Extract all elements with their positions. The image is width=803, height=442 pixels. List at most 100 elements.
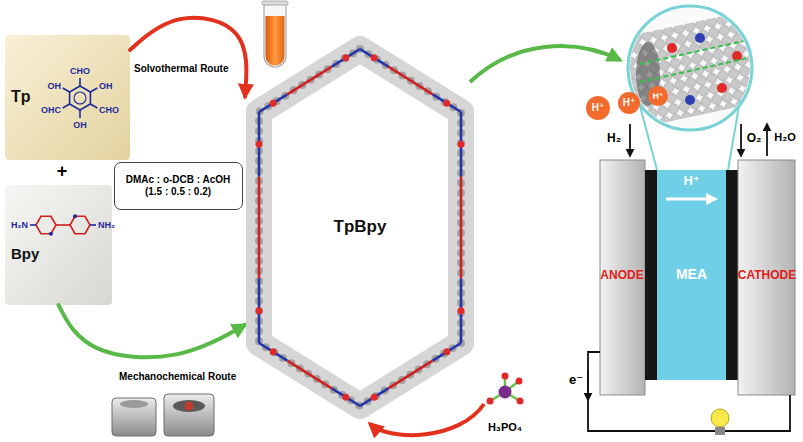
- electron-flow-arrow: [587, 370, 589, 400]
- nitrogen-atom: [49, 232, 53, 236]
- pore-channel: [622, 12, 760, 127]
- oxygen-atom: [458, 141, 465, 148]
- monomer-photo: Tp: [5, 35, 130, 160]
- framework-bond: [460, 177, 463, 279]
- ball-mill-photo: [112, 394, 214, 436]
- membrane-label: H⁺: [683, 173, 699, 189]
- pyridine-ring: [36, 216, 56, 233]
- proton-label: H⁺: [623, 97, 636, 109]
- anode-plate: [600, 160, 645, 395]
- oxygen-atom: [270, 348, 277, 355]
- framework-bond: [360, 49, 388, 67]
- framework-bond: [259, 343, 287, 361]
- mill-sample: [185, 402, 194, 411]
- atom-group: OH: [73, 120, 87, 131]
- light-bulb: [711, 409, 729, 427]
- framework-bond: [388, 361, 432, 389]
- cof-name: TpBpy: [334, 217, 387, 237]
- gas-label: O₂: [747, 131, 762, 145]
- circuit-wire: [725, 395, 790, 431]
- oxygen-atom: [487, 398, 494, 405]
- atom-group: OH: [99, 81, 113, 92]
- monomer-name: Tp: [11, 87, 31, 106]
- phosphoric-acid-molecule: [487, 373, 524, 405]
- sphere-wall: [622, 12, 760, 127]
- atom-group: CHO: [70, 66, 90, 77]
- mill-jar: [112, 398, 156, 436]
- bond: [63, 104, 70, 108]
- membrane-label: MEA: [676, 266, 707, 283]
- bulb-base: [715, 427, 725, 435]
- tube-glass: [264, 3, 286, 67]
- tube-rim: [262, 1, 288, 5]
- arrow-shaft: [666, 198, 708, 201]
- nitrogen-sphere: [695, 33, 705, 43]
- framework-bond: [360, 388, 388, 406]
- doping-arrow: [370, 404, 484, 435]
- nitrogen-sphere: [685, 95, 695, 105]
- oxygen-atom: [256, 141, 263, 148]
- framework-bond: [332, 388, 360, 406]
- tube-liquid: [266, 16, 285, 66]
- molecule-formula: H₃PO₄: [488, 421, 522, 434]
- oxygen-sphere: [717, 83, 727, 93]
- framework-bond: [332, 49, 360, 67]
- test-tube-photo: [262, 1, 288, 67]
- route-label: Solvothermal Route: [133, 62, 229, 75]
- solvent-box: DMAc : o-DCB : AcOH (1.5 : 0.5 : 0.2): [114, 162, 243, 210]
- oxygen-atom: [517, 398, 524, 405]
- bond: [63, 88, 70, 92]
- bond: [79, 110, 81, 118]
- water-outlet-arrow: [766, 124, 768, 156]
- proton-flow-arrow: [664, 193, 720, 205]
- oxygen-inlet-arrow: [740, 124, 742, 156]
- oxygen-atom: [458, 307, 465, 314]
- oxygen-atom: [256, 307, 263, 314]
- proton-label: H⁺: [592, 102, 605, 114]
- electrode-label: CATHODE: [738, 268, 796, 282]
- oxygen-atom: [502, 373, 509, 380]
- framework-bond: [433, 94, 461, 112]
- framework-bond: [287, 67, 331, 95]
- tp-powder-photo: [5, 35, 130, 160]
- pyridine-ring: [70, 216, 90, 233]
- atom-group: H₂N: [11, 220, 28, 231]
- bond: [90, 88, 97, 92]
- bond: [79, 78, 81, 86]
- pore-wall: [259, 49, 461, 406]
- oxygen-atom: [270, 100, 277, 107]
- oxygen-atom: [443, 348, 450, 355]
- mill-lid: [120, 400, 148, 408]
- oxygen-atom: [342, 394, 349, 401]
- zoom-arrow: [470, 46, 620, 82]
- electron-label: e⁻: [569, 372, 583, 388]
- proton-bubble: H⁺: [586, 96, 610, 120]
- gas-label: H₂O: [774, 131, 795, 144]
- pore-zoom: [622, 6, 760, 170]
- tp-molecule: [63, 78, 98, 118]
- route-label: Mechanochemical Route: [118, 370, 237, 383]
- proton-bubble: H⁺: [618, 92, 640, 114]
- atom-group: CHO: [99, 105, 119, 116]
- mill-cavity: [173, 400, 205, 412]
- membrane-electrode-assembly: H⁺ MEA: [657, 170, 726, 380]
- bond: [30, 224, 36, 226]
- monomer-photo: Bpy: [5, 185, 112, 305]
- bond: [90, 104, 97, 108]
- electrode-label: ANODE: [600, 268, 643, 282]
- atom-group: OH: [48, 81, 62, 92]
- bond: [90, 224, 96, 226]
- hydrogen-inlet-arrow: [629, 124, 631, 156]
- framework-bond: [259, 94, 287, 112]
- solvent-ratio: DMAc : o-DCB : AcOH (1.5 : 0.5 : 0.2): [121, 174, 236, 198]
- framework-bond: [388, 67, 432, 95]
- oxygen-atom: [516, 378, 523, 385]
- proton-bubble: H⁺: [648, 86, 668, 106]
- proton-path: [640, 40, 748, 64]
- gas-label: H₂: [607, 131, 621, 145]
- oxygen-atom: [443, 100, 450, 107]
- framework-bond: [258, 177, 261, 279]
- synthesis-route-arrow: [130, 18, 246, 97]
- framework-bond: [433, 343, 461, 361]
